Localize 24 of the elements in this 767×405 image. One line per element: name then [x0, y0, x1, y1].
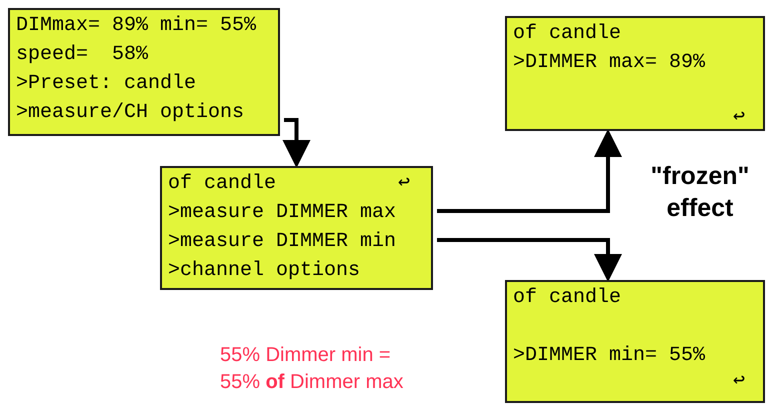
arrow [437, 238, 622, 282]
dimmer-note: 55% Dimmer min = 55% of Dimmer max [220, 343, 404, 395]
display-text: >measure DIMMER min [168, 229, 396, 255]
lcd-screen [505, 16, 765, 131]
arrow [437, 129, 622, 213]
display-text: ↩ [398, 171, 410, 197]
display-text: >channel options [168, 258, 360, 284]
lcd-screen [8, 8, 280, 136]
lcd-screen [505, 280, 765, 403]
display-text: >Preset: candle [16, 71, 196, 97]
display-text: of candle [168, 171, 276, 197]
display-text: ↩ [733, 369, 746, 395]
display-text: DIMmax= 89% min= 55% [16, 13, 256, 39]
display-text: of candle [513, 285, 622, 311]
display-text: >DIMMER min= 55% [513, 343, 706, 369]
effect-note: "frozen" effect [650, 161, 750, 224]
display-text: >measure DIMMER max [168, 200, 396, 226]
display-text: of candle [513, 21, 622, 47]
arrow [282, 118, 310, 168]
display-text: >DIMMER max= 89% [513, 50, 706, 76]
lcd-screen [160, 166, 433, 290]
display-text: speed= 58% [16, 42, 148, 68]
display-text: ↩ [733, 105, 746, 131]
display-text: >measure/CH options [16, 100, 244, 126]
